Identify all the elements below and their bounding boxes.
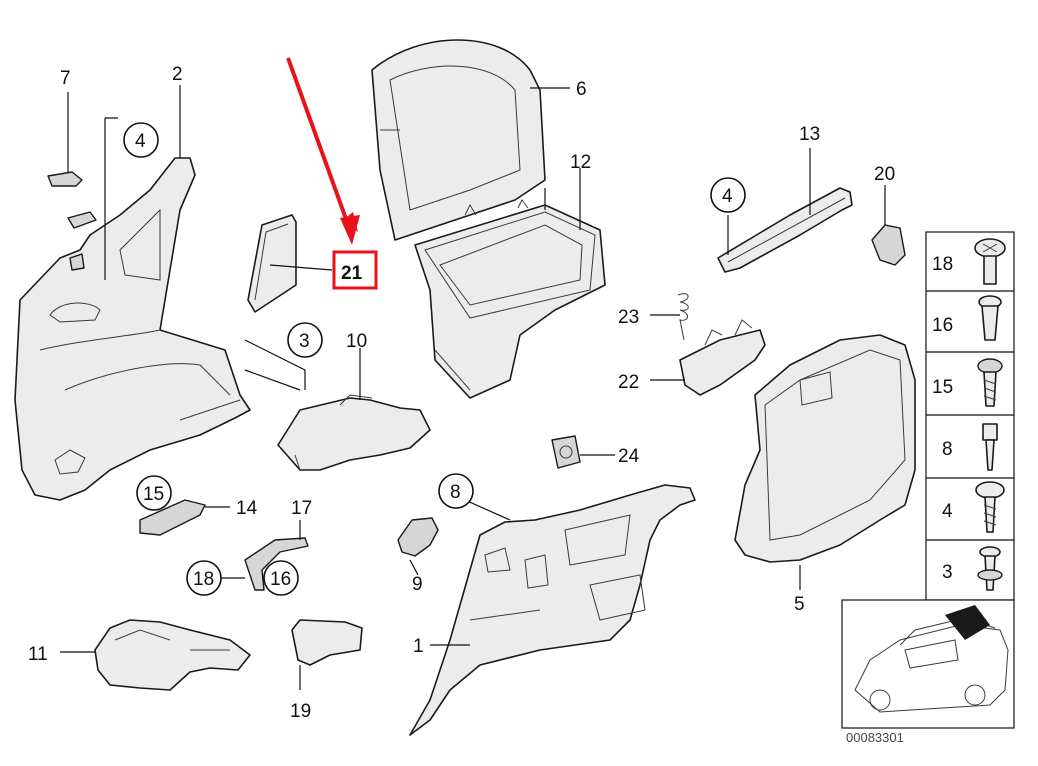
expansion-rivet-icon [978, 295, 1002, 341]
callout-14: 14 [236, 498, 258, 519]
callout-11: 11 [28, 644, 48, 665]
callout-1: 1 [413, 636, 424, 657]
part-7-clip [47, 171, 83, 187]
callout-10: 10 [346, 331, 367, 352]
callout-20: 20 [874, 164, 895, 185]
screw-icon [974, 238, 1006, 285]
fastener-legend: 18 16 15 8 4 3 [925, 231, 1015, 601]
legend-frame [925, 231, 1015, 601]
callout-3: 3 [299, 331, 310, 352]
callout-24: 24 [618, 446, 640, 467]
callout-12: 12 [570, 152, 591, 173]
part-20-clip [871, 224, 906, 266]
legend-label-0: 18 [932, 254, 953, 275]
callout-6: 6 [576, 79, 587, 100]
legend-label-2: 15 [932, 377, 953, 398]
bolt-icon [982, 423, 998, 471]
legend-label-4: 4 [942, 501, 953, 522]
callout-9: 9 [412, 574, 423, 595]
callout-23: 23 [618, 307, 639, 328]
part-2-clip [69, 253, 85, 271]
part-1-lower-trim [409, 484, 696, 736]
callout-5: 5 [794, 594, 805, 615]
callout-circle-4b [710, 177, 746, 213]
highlighted-area [945, 605, 990, 640]
part-10-bracket [277, 394, 431, 471]
callout-19: 19 [290, 701, 311, 722]
callout-4b: 4 [722, 186, 733, 207]
diagram-code: 00083301 [846, 730, 904, 745]
part-17-hook [244, 537, 309, 591]
callout-circle-4 [123, 122, 159, 158]
callout-circle-15 [136, 475, 172, 511]
part-2-side-trim-panel [14, 157, 251, 501]
leader-lines [60, 85, 886, 690]
legend-label-3: 8 [942, 439, 953, 460]
callout-17: 17 [291, 498, 312, 519]
part-22-handle [679, 319, 766, 396]
callout-7: 7 [60, 68, 71, 89]
part-13-rail [717, 187, 853, 273]
part-5-right-panel [734, 334, 916, 563]
part-24-clip [551, 435, 581, 469]
callout-21: 21 [341, 263, 363, 284]
part-14-bracket [139, 499, 206, 536]
callout-2: 2 [172, 64, 183, 85]
callout-18: 18 [193, 569, 214, 590]
part-23-spring [677, 293, 689, 341]
callout-4: 4 [135, 131, 146, 152]
callout-circle-3 [287, 322, 323, 358]
part-21-cover [247, 214, 297, 313]
part-6-backrest [371, 39, 546, 241]
highlight-box-21 [332, 250, 378, 290]
callout-16: 16 [270, 569, 291, 590]
highlight-21 [286, 57, 378, 290]
washer-screw-icon [975, 481, 1005, 533]
clip-screw-icon [977, 358, 1003, 407]
legend-label-1: 16 [932, 315, 953, 336]
callout-circle-16 [263, 560, 299, 596]
part-2-bracket [67, 211, 97, 229]
legend-label-5: 3 [942, 562, 953, 583]
callout-13: 13 [799, 124, 820, 145]
callout-8: 8 [450, 482, 461, 503]
vehicle-thumbnail [841, 599, 1015, 729]
push-nut-icon [977, 546, 1003, 591]
callout-15: 15 [143, 484, 164, 505]
part-11-mount [94, 619, 251, 691]
callout-circle-8 [438, 473, 474, 509]
part-9-latch [397, 517, 439, 557]
callout-circle-18 [186, 560, 222, 596]
callout-22: 22 [618, 372, 639, 393]
part-12-storage-box [414, 199, 606, 399]
part-19-cover [291, 619, 363, 666]
